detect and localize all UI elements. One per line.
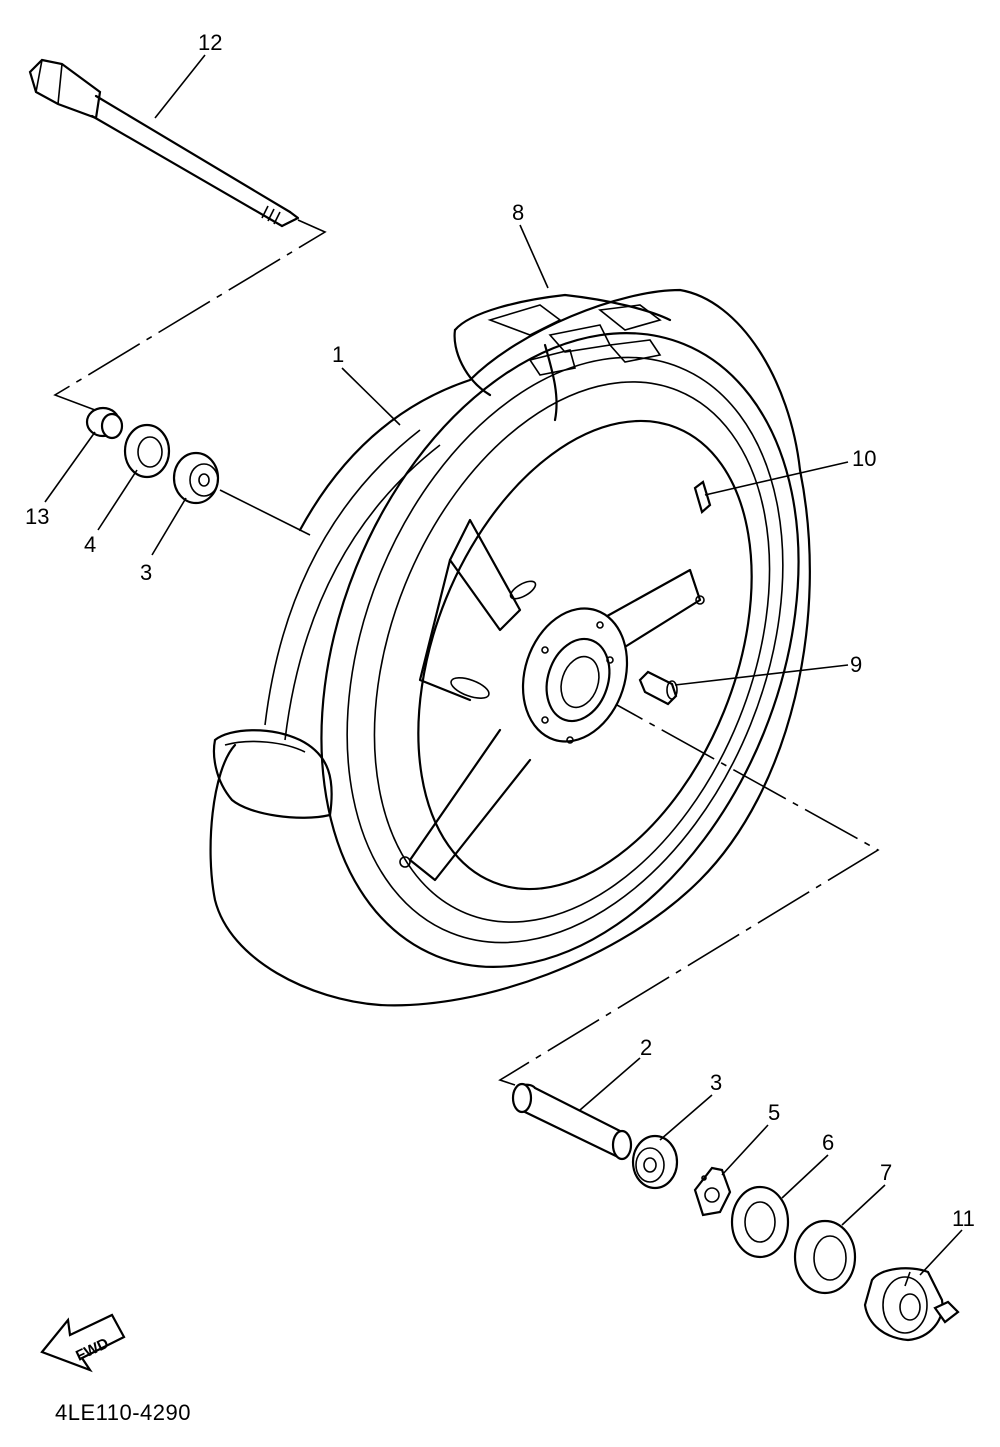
callout-spacer: 2 (640, 1035, 652, 1060)
callout-oil-seal-right: 6 (822, 1130, 834, 1155)
callout-collar: 13 (25, 504, 49, 529)
front-axle-part (28, 58, 300, 228)
meter-gear-assembly-part (863, 1267, 960, 1342)
bearing-left-part (172, 451, 220, 505)
collar-part (85, 406, 124, 440)
callout-meter-gear: 11 (952, 1206, 975, 1231)
wheel-tire-assembly (209, 288, 811, 1007)
leader-lines (44, 54, 963, 1276)
callout-bearing-left: 3 (140, 560, 152, 585)
assembly-line-left (53, 219, 327, 411)
assembly-line-left-wheel (219, 489, 311, 536)
callout-axle: 12 (198, 30, 222, 55)
callout-wheel: 1 (332, 342, 344, 367)
callout-balance-weight: 10 (852, 446, 876, 471)
oil-seal-right-part (730, 1185, 790, 1259)
callout-valve: 9 (850, 652, 862, 677)
fwd-arrow-icon: FWD (40, 1313, 126, 1373)
spacer-part (511, 1082, 633, 1161)
callout-oil-seal-outer: 7 (880, 1160, 892, 1185)
bearing-right-part (631, 1134, 679, 1190)
callout-bearing-right: 3 (710, 1070, 722, 1095)
clutch-retainer-part (693, 1166, 732, 1217)
callout-tire: 8 (512, 200, 524, 225)
assembly-line-right (498, 689, 880, 1086)
callout-oil-seal-left: 4 (84, 532, 96, 557)
oil-seal-outer-part (793, 1219, 857, 1295)
oil-seal-left-part (123, 423, 171, 479)
part-code: 4LE110-4290 (55, 1400, 191, 1425)
callout-clutch-retainer: 5 (768, 1100, 780, 1125)
